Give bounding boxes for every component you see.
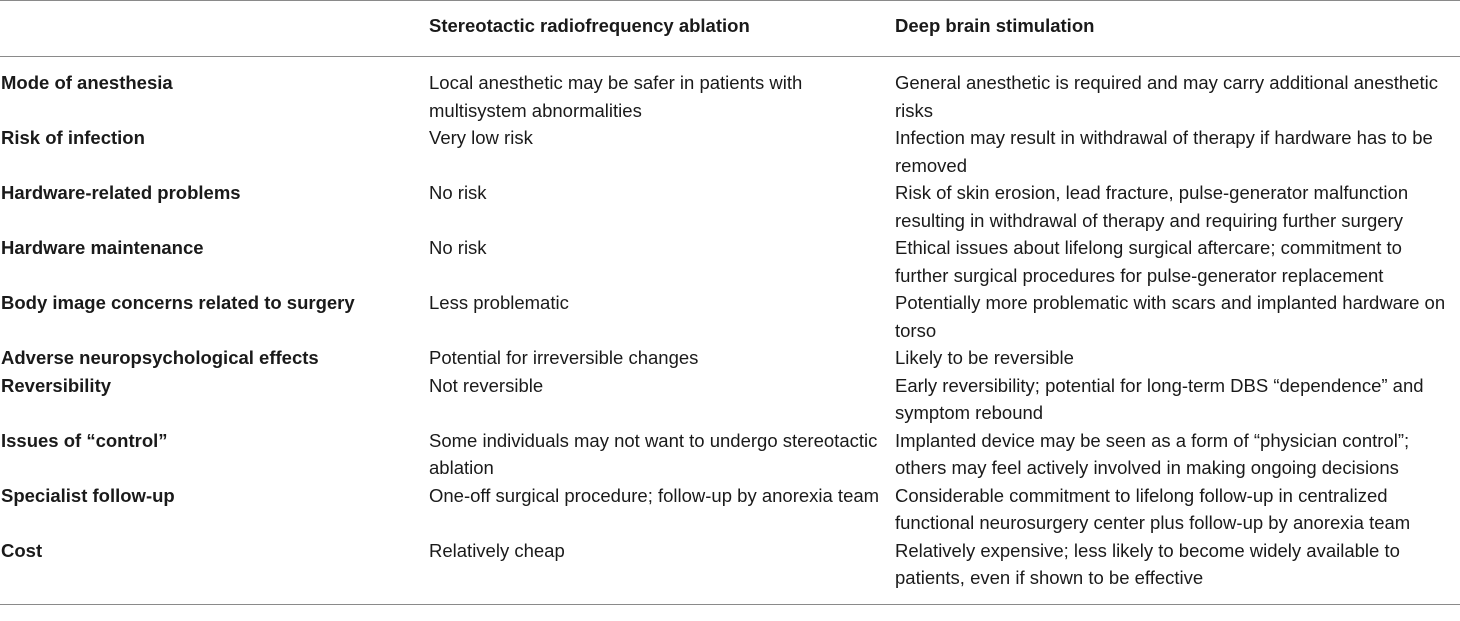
cell-deep-brain-stimulation: Infection may result in withdrawal of th… <box>895 127 1433 176</box>
cell-deep-brain-stimulation: Likely to be reversible <box>895 347 1074 368</box>
table-row: Reversibility Not reversible Early rever… <box>0 372 1460 427</box>
cell-radiofrequency-ablation: Some individuals may not want to undergo… <box>429 429 878 479</box>
table-row: Issues of “control” Some individuals may… <box>0 427 1460 482</box>
table-row: Specialist follow-up One-off surgical pr… <box>0 482 1460 537</box>
cell-radiofrequency-ablation: Potential for irreversible changes <box>429 347 699 368</box>
header-cell-radiofrequency-ablation: Stereotactic radiofrequency ablation <box>429 0 895 57</box>
comparison-table: Stereotactic radiofrequency ablation Dee… <box>0 0 1460 605</box>
row-label: Mode of anesthesia <box>1 72 173 93</box>
header-row: Stereotactic radiofrequency ablation Dee… <box>0 0 1460 57</box>
table-row: Body image concerns related to surgery L… <box>0 289 1460 344</box>
cell-radiofrequency-ablation: Relatively cheap <box>429 536 895 605</box>
cell-radiofrequency-ablation: No risk <box>429 237 487 258</box>
cell-radiofrequency-ablation: Local anesthetic may be safer in patient… <box>429 72 803 121</box>
cell-radiofrequency-ablation: Very low risk <box>429 127 533 148</box>
table-row: Adverse neuropsychological effects Poten… <box>0 344 1460 372</box>
cell-deep-brain-stimulation: Relatively expensive; less likely to bec… <box>895 536 1460 605</box>
table-row: Mode of anesthesia Local anesthetic may … <box>0 57 1460 125</box>
cell-radiofrequency-ablation: No risk <box>429 182 487 203</box>
row-label: Risk of infection <box>1 127 145 148</box>
cell-deep-brain-stimulation: General anesthetic is required and may c… <box>895 72 1438 121</box>
cell-deep-brain-stimulation: Early reversibility; potential for long-… <box>895 374 1424 424</box>
row-label: Hardware-related problems <box>1 182 241 203</box>
table-row: Cost Relatively cheap Relatively expensi… <box>0 536 1460 605</box>
row-label: Cost <box>0 536 429 605</box>
cell-deep-brain-stimulation: Risk of skin erosion, lead fracture, pul… <box>895 182 1409 231</box>
row-label: Specialist follow-up <box>1 484 175 506</box>
row-label: Hardware maintenance <box>1 237 204 258</box>
cell-radiofrequency-ablation: Less problematic <box>429 292 569 313</box>
cell-radiofrequency-ablation: One-off surgical procedure; follow-up by… <box>429 484 880 506</box>
cell-deep-brain-stimulation: Potentially more problematic with scars … <box>895 292 1446 341</box>
table-row: Hardware maintenance No risk Ethical iss… <box>0 234 1460 289</box>
cell-deep-brain-stimulation: Implanted device may be seen as a form o… <box>895 429 1410 479</box>
table-body: Mode of anesthesia Local anesthetic may … <box>0 57 1460 605</box>
cell-radiofrequency-ablation: Not reversible <box>429 374 544 396</box>
row-label: Body image concerns related to surgery <box>1 292 355 313</box>
table-row: Hardware-related problems No risk Risk o… <box>0 179 1460 234</box>
cell-deep-brain-stimulation: Considerable commitment to lifelong foll… <box>895 484 1411 534</box>
table-header: Stereotactic radiofrequency ablation Dee… <box>0 0 1460 57</box>
comparison-table-container: Stereotactic radiofrequency ablation Dee… <box>0 0 1460 605</box>
row-label: Issues of “control” <box>1 429 168 451</box>
header-cell-empty <box>0 0 429 57</box>
row-label: Adverse neuropsychological effects <box>1 347 319 368</box>
header-cell-deep-brain-stimulation: Deep brain stimulation <box>895 0 1460 57</box>
row-label: Reversibility <box>1 374 112 396</box>
cell-deep-brain-stimulation: Ethical issues about lifelong surgical a… <box>895 237 1402 286</box>
table-row: Risk of infection Very low risk Infectio… <box>0 124 1460 179</box>
